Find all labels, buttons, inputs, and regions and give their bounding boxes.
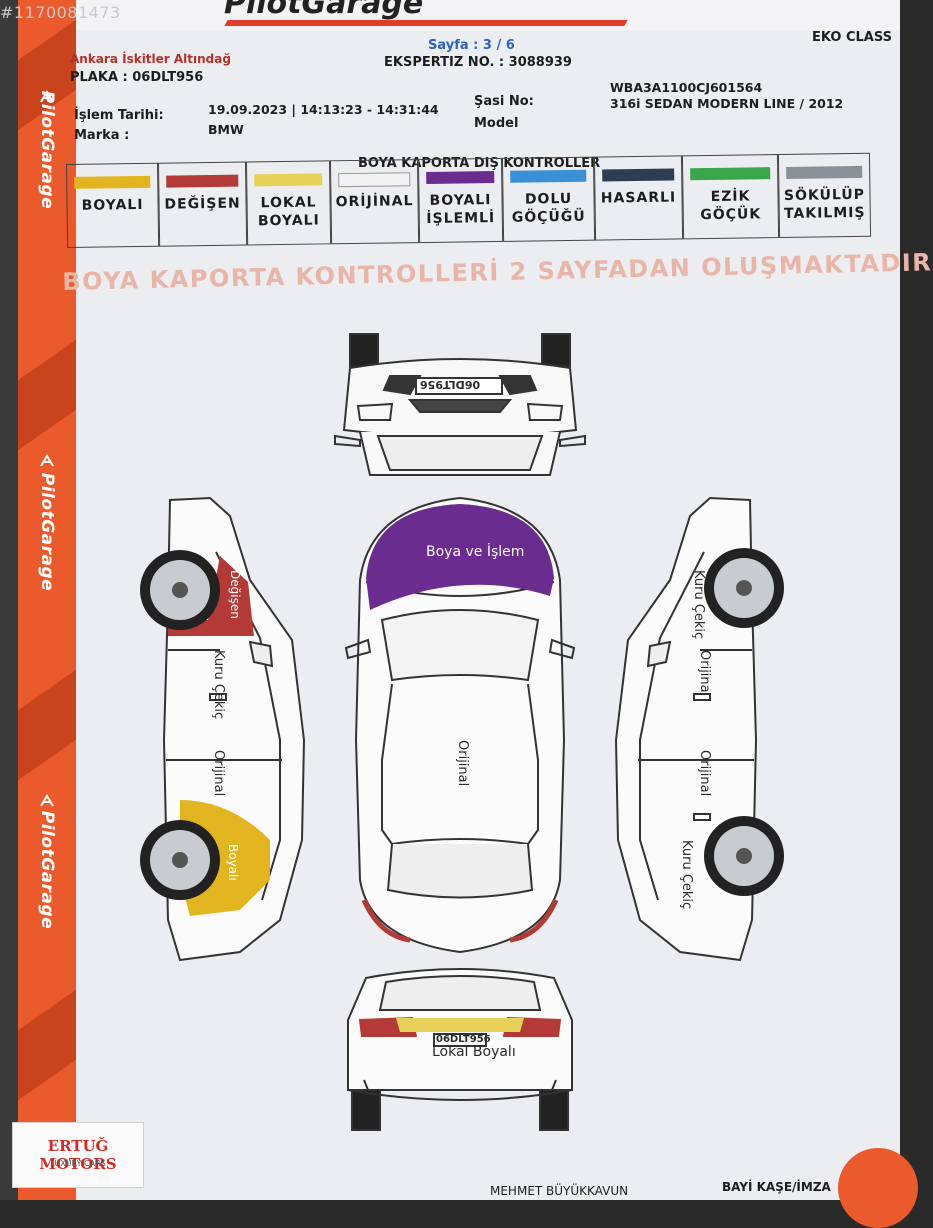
page-number: Sayfa : 3 / 6 [428,38,515,53]
service-class: EKO CLASS [812,30,892,45]
legend-color-swatch [786,165,863,179]
label-right-front-fender: Kuru Çekiç [691,570,706,640]
top-brand-underline [224,20,628,26]
car-damage-diagram: 06DLT956 06DLT956 Boya ve İşlem Orijinal… [120,320,820,1150]
label-right-front-door: Orijinal [697,650,712,697]
process-date-label: İşlem Tarihi: [74,108,164,123]
left-front-fender-changed [168,556,254,636]
label-rear: Lokal Boyalı [432,1044,516,1060]
legend-label: HASARLI [600,189,677,207]
label-right-rear-fender: Kuru Çekiç [679,840,694,910]
wheel-icons [140,548,784,900]
front-license-plate: 06DLT956 [420,378,481,391]
brand-value: BMW [208,122,244,137]
legend-item: HASARLI [593,155,684,241]
label-left-front-fender: Değişen [228,570,242,619]
legend-item: BOYALI [66,162,160,248]
label-left-rear-fender: Boyalı [226,844,240,881]
chassis-label: Şasi No: [474,94,534,109]
legend-label: ORİJİNAL [335,193,414,211]
sidebar-brand-text: PilotGarage [37,472,57,592]
legend-color-swatch [338,172,411,188]
corner-logo [838,1148,918,1228]
legend-label: BOYALI [81,196,144,214]
model-label: Model [474,116,519,131]
label-left-rear-door: Orijinal [211,750,226,797]
dealer-signature-label: BAYİ KAŞE/İMZA [722,1180,831,1194]
dealer-stamp: ERTUĞ MOTORS LUXURY CARS [12,1122,144,1188]
label-hood: Boya ve İşlem [426,544,525,560]
front-view [334,333,586,476]
brand-label: Marka : [74,128,130,143]
legend-color-swatch [254,173,323,187]
legend-color-swatch [74,175,151,189]
top-view [344,496,576,954]
dealer-stamp-subtitle: LUXURY CARS [50,1159,106,1168]
legend-color-swatch [166,174,239,188]
rear-license-plate: 06DLT956 [436,1034,491,1045]
legend-color-swatch [690,167,771,181]
legend-item: DEĞİŞEN [157,161,248,247]
process-date-value: 19.09.2023 | 14:13:23 - 14:31:44 [208,102,439,117]
chassis-value: WBA3A1100CJ601564 [610,80,763,95]
top-brand-logo: PilotGarage [224,0,424,21]
legend-title: BOYA KAPORTA DIŞ KONTROLLER [358,156,601,171]
legend-color-swatch [426,171,495,184]
trunk-local-paint [396,1018,524,1032]
label-right-rear-door: Orijinal [697,750,712,797]
legend-label: DEĞİŞEN [164,195,241,213]
legend-color-swatch [602,168,675,182]
expertise-number: EKSPERTIZ NO. : 3088939 [384,55,572,70]
branch-name: Ankara İskitler Altındağ [70,52,231,66]
model-value: 316i SEDAN MODERN LINE / 2012 [610,96,844,111]
plate-line: PLAKA : 06DLT956 [70,70,204,85]
label-left-front-door: Kuru Çekiç [211,650,226,720]
legend-item: ORİJİNAL [329,159,420,245]
pilotgarage-logo-icon [40,454,54,467]
inspector-name: MEHMET BÜYÜKKAVUN [490,1184,629,1198]
dealer-stamp-name: ERTUĞ MOTORS [39,1137,117,1173]
sidebar-brand-text: PilotGarage [37,810,57,930]
top-brand-strip: PilotGarage [76,0,900,30]
photo-id-watermark: #1170081473 [0,3,121,22]
label-roof: Orijinal [455,740,470,787]
sidebar-brand-text: PilotGarage [37,90,57,210]
brand-sidebar: PilotGarage PilotGarage PilotGarage [18,0,76,1200]
pilotgarage-logo-icon [40,90,54,103]
car-outline-drawing [140,333,784,1131]
hood-panel-painted [366,504,554,610]
pilotgarage-logo-icon [40,794,54,807]
legend-color-swatch [510,169,587,183]
